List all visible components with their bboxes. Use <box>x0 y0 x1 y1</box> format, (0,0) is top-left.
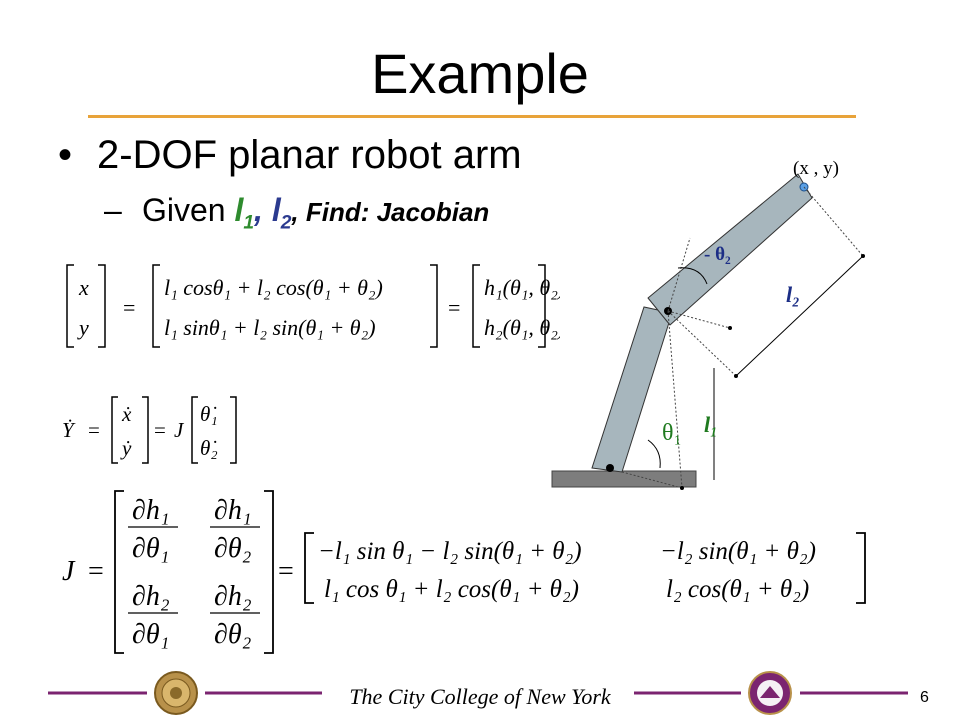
eq3-dh2-a: ∂h₂ <box>132 581 170 612</box>
eq1-row2: l₁ sinθ₁ + l₂ sin(θ₁ + θ₂) <box>164 315 376 340</box>
eq2-xdot: ẋ <box>121 402 132 426</box>
eq1-equals-1: = <box>123 295 135 320</box>
l2-label: l₂ <box>786 282 800 307</box>
l1-symbol: l1 <box>234 192 255 234</box>
eq3-dtheta1-b: ∂θ₁ <box>132 619 169 650</box>
footer-institution-name: The City College of New York <box>349 684 611 709</box>
eq3-dtheta1-a: ∂θ₁ <box>132 533 169 564</box>
eq2-theta2dot: θ̇₂ <box>200 436 218 460</box>
eq3-r1c2: −l₂ sin(θ₁ + θ₂) <box>660 538 816 565</box>
eq3-j: J <box>62 556 76 587</box>
sub-bullet-text: Given l1, l2, Find: Jacobian <box>142 190 489 243</box>
ccny-seal-logo <box>154 671 198 715</box>
find-jacobian-text: , Find: Jacobian <box>291 197 490 227</box>
eq1-h1: h₁(θ₁, θ₂) <box>484 275 560 300</box>
sub-bullet-dash: – <box>104 192 122 228</box>
eq3-r2c2: l₂ cos(θ₁ + θ₂) <box>666 576 809 603</box>
title-underline <box>88 115 856 118</box>
eq1-equals-2: = <box>448 295 460 320</box>
base-joint <box>606 464 614 472</box>
robot-link-1 <box>591 306 673 473</box>
equation-forward-kinematics: x y = l₁ cosθ₁ + l₂ cos(θ₁ + θ₂) l₁ sinθ… <box>66 264 560 348</box>
eq2-ydot2: ẏ <box>120 436 132 460</box>
theta2-label: - θ₂ <box>704 244 731 265</box>
eq2-equals-2: = <box>154 418 166 442</box>
eq1-row1: l₁ cosθ₁ + l₂ cos(θ₁ + θ₂) <box>164 275 383 300</box>
page-number: 6 <box>920 689 929 706</box>
robot-arm-diagram: (x , y) - θ₂ l₂ l₁ θ₁ <box>551 158 865 490</box>
equation-jacobian: J = ∂h₁ ∂θ₁ ∂h₁ ∂θ₂ ∂h₂ ∂θ₁ ∂h₂ ∂θ₂ = −l… <box>62 490 866 654</box>
eq3-r1c1: −l₁ sin θ₁ − l₂ sin(θ₁ + θ₂) <box>318 538 582 565</box>
equation-velocity: Ẏ = ẋ ẏ = J θ̇₁ θ̇₂ <box>62 396 237 464</box>
l1-label: l₁ <box>704 412 718 437</box>
end-effector-label: (x , y) <box>793 158 839 179</box>
comma: , <box>254 192 263 228</box>
eq3-dh1-b: ∂h₁ <box>214 495 252 526</box>
eq3-dh2-b: ∂h₂ <box>214 581 252 612</box>
eq3-dtheta2-a: ∂θ₂ <box>214 533 252 564</box>
bullet-text: 2-DOF planar robot arm <box>97 133 522 177</box>
bullet-marker: • <box>58 133 73 177</box>
robot-link-2 <box>647 173 813 326</box>
eq1-h2: h₂(θ₁, θ₂) <box>484 315 560 340</box>
eq2-ydot: Ẏ <box>62 418 76 442</box>
eq3-equals-2: = <box>278 556 294 587</box>
slide-title: Example <box>371 42 589 105</box>
eq3-r2c1: l₁ cos θ₁ + l₂ cos(θ₁ + θ₂) <box>324 576 579 603</box>
eq2-equals-1: = <box>88 418 100 442</box>
given-label: Given <box>142 192 226 228</box>
eq3-equals-1: = <box>88 556 104 587</box>
robot-base <box>551 470 697 488</box>
eq1-x: x <box>78 275 89 300</box>
theta1-label: θ₁ <box>662 420 682 446</box>
eq3-dh1-a: ∂h₁ <box>132 495 170 526</box>
robotics-lab-logo <box>748 671 792 715</box>
eq1-y: y <box>77 315 89 340</box>
eq2-theta1dot: θ̇₁ <box>200 402 218 426</box>
l2-symbol: l2 <box>271 192 292 234</box>
eq3-dtheta2-b: ∂θ₂ <box>214 619 252 650</box>
footer-bar <box>48 671 908 715</box>
eq2-j: J <box>174 418 185 442</box>
